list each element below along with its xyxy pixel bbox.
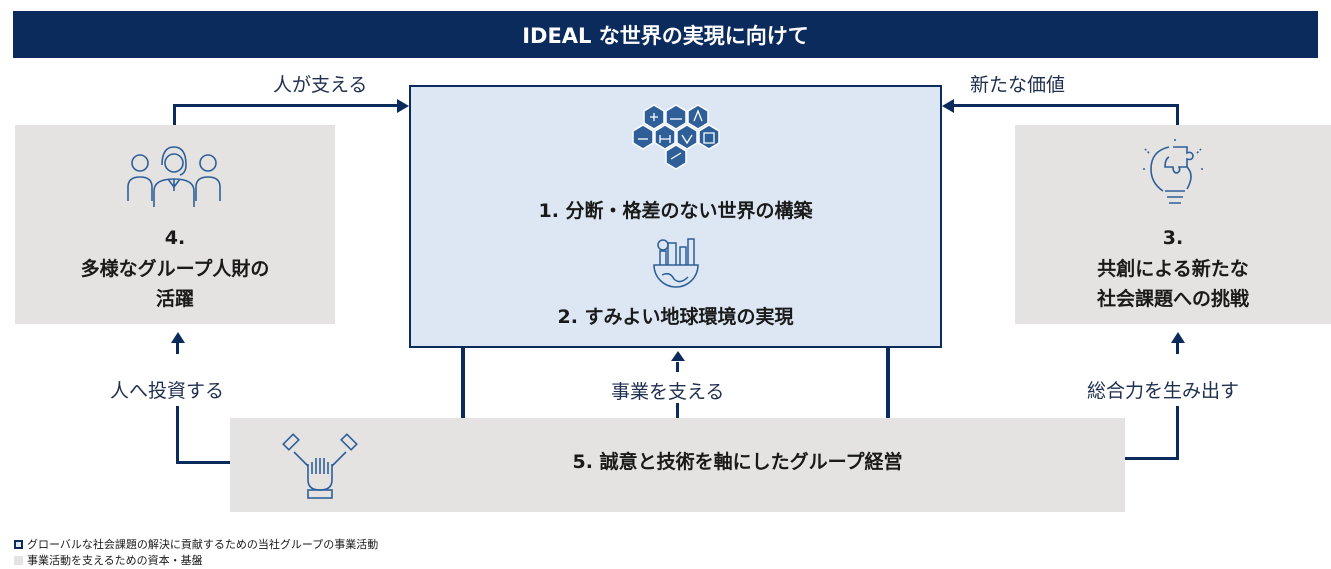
connector-line [1176, 342, 1179, 354]
connector-line [1125, 457, 1179, 460]
connector-line [176, 461, 230, 464]
people-group-icon [127, 146, 221, 207]
arrowhead-left [942, 99, 954, 113]
left-box: 4. 多様なグループ人財の 活躍 [15, 125, 335, 324]
legend-swatch-gray [14, 555, 23, 565]
connector-line [1176, 104, 1179, 125]
center-item1: 1. 分断・格差のない世界の構築 [538, 200, 813, 222]
connector-line [676, 403, 679, 418]
right-box-number: 3. [1162, 227, 1184, 249]
hands-together-icon [282, 433, 358, 499]
right-box: 3. 共創による新たな 社会課題への挑戦 [1015, 125, 1331, 324]
globe-city-icon [653, 238, 699, 288]
center-item2: 2. すみよい地球環境の実現 [557, 306, 794, 328]
connector-line [954, 104, 1179, 107]
connector-line [461, 340, 465, 418]
connector-line [886, 340, 890, 418]
arrowhead-right [397, 99, 409, 113]
arrowhead-up [671, 351, 685, 361]
left-box-number: 4. [164, 227, 186, 249]
arrowhead-up [171, 332, 185, 343]
right-box-title-line1: 共創による新たな [1097, 258, 1249, 280]
flow-label-mid-right: 総合力を生み出す [1087, 380, 1240, 402]
header-banner: IDEAL な世界の実現に向けて [13, 11, 1318, 58]
connector-line [176, 406, 179, 464]
infrastructure-hexagon-icon [632, 104, 720, 170]
flow-label-top-right: 新たな価値 [970, 74, 1066, 96]
legend-label-capital: 事業活動を支えるための資本・基盤 [27, 554, 203, 567]
legend-swatch-blue [14, 539, 23, 549]
connector-line [173, 104, 398, 107]
connector-line [1176, 406, 1179, 460]
legend-item-capital: 事業活動を支えるための資本・基盤 [14, 552, 203, 568]
right-box-title-line2: 社会課題への挑戦 [1096, 288, 1249, 310]
legend-item-activities: グローバルな社会課題の解決に貢献するための当社グループの事業活動 [14, 536, 378, 552]
center-panel: 1. 分断・格差のない世界の構築 2. すみよい地球環境の実現 [409, 85, 942, 348]
left-box-title-line1: 多様なグループ人財の [80, 258, 270, 280]
flow-label-mid-center: 事業を支える [611, 381, 725, 403]
flow-label-mid-left: 人へ投資する [110, 380, 225, 402]
connector-line [176, 342, 179, 354]
connector-line [173, 104, 176, 125]
lightbulb-puzzle-icon [1143, 139, 1205, 204]
connector-line [676, 362, 679, 372]
flow-label-top-left: 人が支える [273, 74, 368, 96]
arrowhead-up [1171, 332, 1185, 343]
legend-label-activities: グローバルな社会課題の解決に貢献するための当社グループの事業活動 [27, 538, 379, 551]
bottom-box-title: 5. 誠意と技術を軸にしたグループ経営 [572, 451, 903, 473]
bottom-box: 5. 誠意と技術を軸にしたグループ経営 [230, 418, 1125, 512]
header-title: IDEAL な世界の実現に向けて [522, 23, 809, 48]
left-box-title-line2: 活躍 [155, 288, 194, 310]
